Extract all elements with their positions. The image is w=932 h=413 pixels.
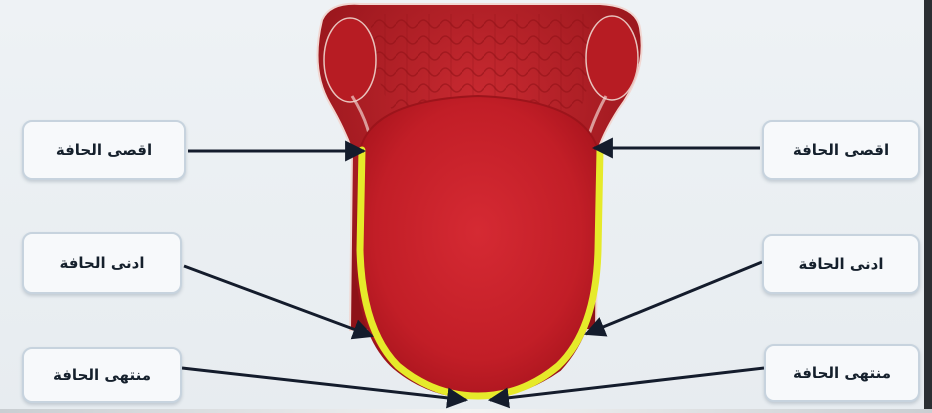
tongue-body [356,96,600,398]
arrow-left-middle [184,266,372,336]
right-frame-edge [924,0,932,413]
left-tonsil [324,18,376,102]
label-right-bottom: منتهى الحافة [764,344,920,402]
label-left-middle: ادنى الحافة [22,232,182,294]
bottom-frame-edge [0,409,932,413]
label-right-top: اقصى الحافة [762,120,920,180]
label-left-bottom: منتهى الحافة [22,347,182,403]
arrow-right-middle [586,262,762,334]
label-right-middle: ادنى الحافة [762,234,920,294]
right-tonsil [586,16,638,100]
label-left-top: اقصى الحافة [22,120,186,180]
